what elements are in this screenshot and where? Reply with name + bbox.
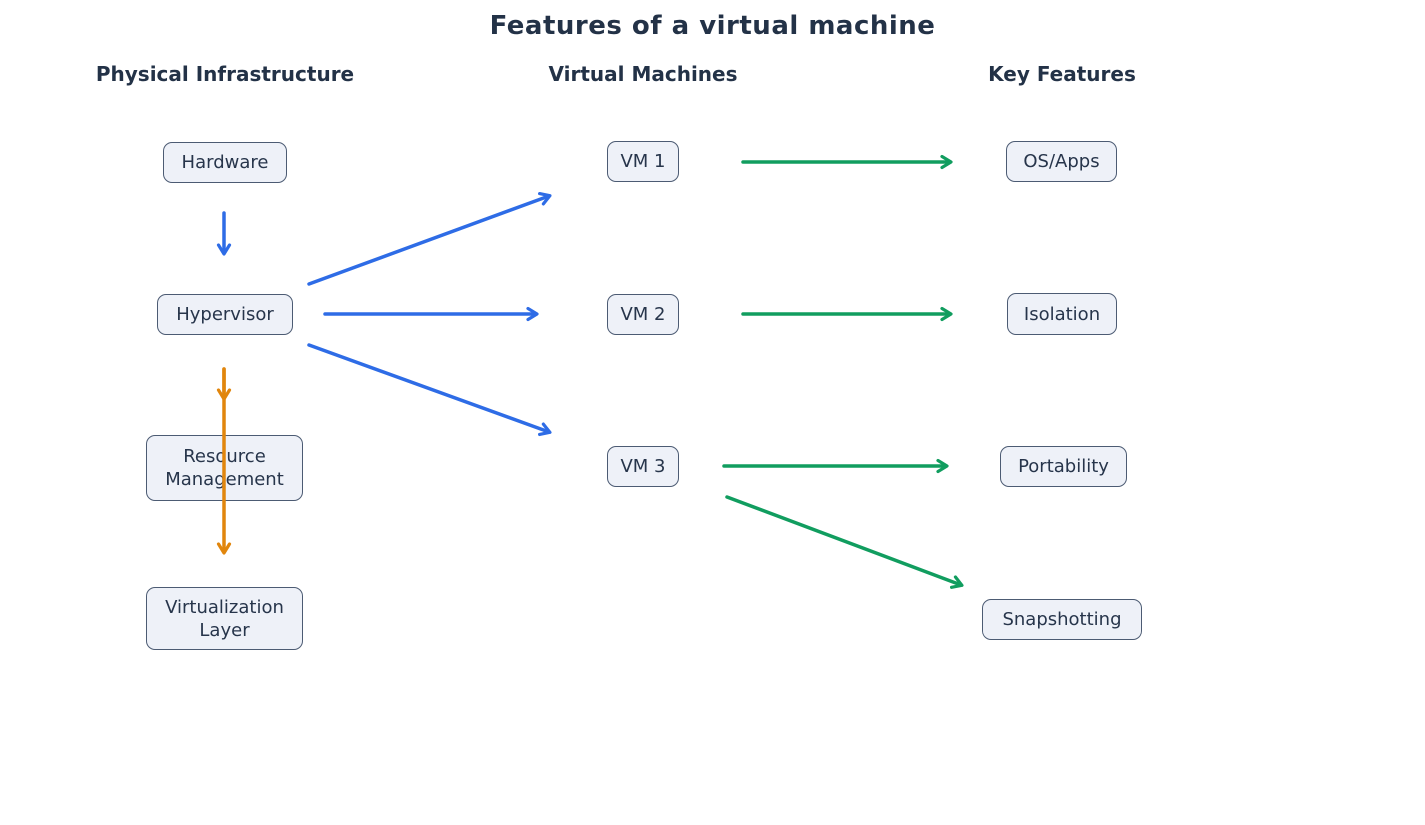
diagram-title: Features of a virtual machine bbox=[489, 11, 936, 41]
arrow-hypervisor-to-vm3 bbox=[307, 343, 552, 437]
node-hypervisor-label: Hypervisor bbox=[176, 304, 274, 325]
node-os-apps: OS/Apps bbox=[1006, 141, 1117, 182]
node-virtualization-layer-label: Virtualization Layer bbox=[165, 596, 284, 641]
node-portability: Portability bbox=[1000, 446, 1127, 487]
column-header-physical-infrastructure: Physical Infrastructure bbox=[95, 62, 355, 86]
node-isolation-label: Isolation bbox=[1023, 303, 1101, 325]
node-resource-management-label: Resource Management bbox=[165, 446, 284, 490]
node-vm2-label: VM 2 bbox=[620, 304, 666, 325]
column-header-virtual-machines: Virtual Machines bbox=[548, 62, 738, 86]
node-hardware-label: Hardware bbox=[181, 152, 269, 173]
node-vm1: VM 1 bbox=[607, 141, 679, 182]
node-resource-management: Resource Management bbox=[146, 435, 303, 501]
node-vm2: VM 2 bbox=[607, 294, 679, 335]
node-vm1-label: VM 1 bbox=[620, 151, 666, 172]
node-vm3: VM 3 bbox=[607, 446, 679, 487]
column-header-key-features: Key Features bbox=[988, 62, 1136, 86]
arrow-vm3-to-snapshotting bbox=[725, 495, 964, 589]
node-isolation: Isolation bbox=[1007, 293, 1117, 335]
node-hypervisor: Hypervisor bbox=[157, 294, 293, 335]
node-snapshotting-label: Snapshotting bbox=[1002, 609, 1122, 630]
arrow-hypervisor-to-vm1 bbox=[307, 191, 552, 286]
node-snapshotting: Snapshotting bbox=[982, 599, 1142, 640]
node-vm3-label: VM 3 bbox=[620, 456, 666, 477]
node-hardware: Hardware bbox=[163, 142, 287, 183]
node-virtualization-layer: Virtualization Layer bbox=[146, 587, 303, 650]
node-os-apps-label: OS/Apps bbox=[1023, 151, 1100, 172]
node-portability-label: Portability bbox=[1018, 456, 1109, 477]
